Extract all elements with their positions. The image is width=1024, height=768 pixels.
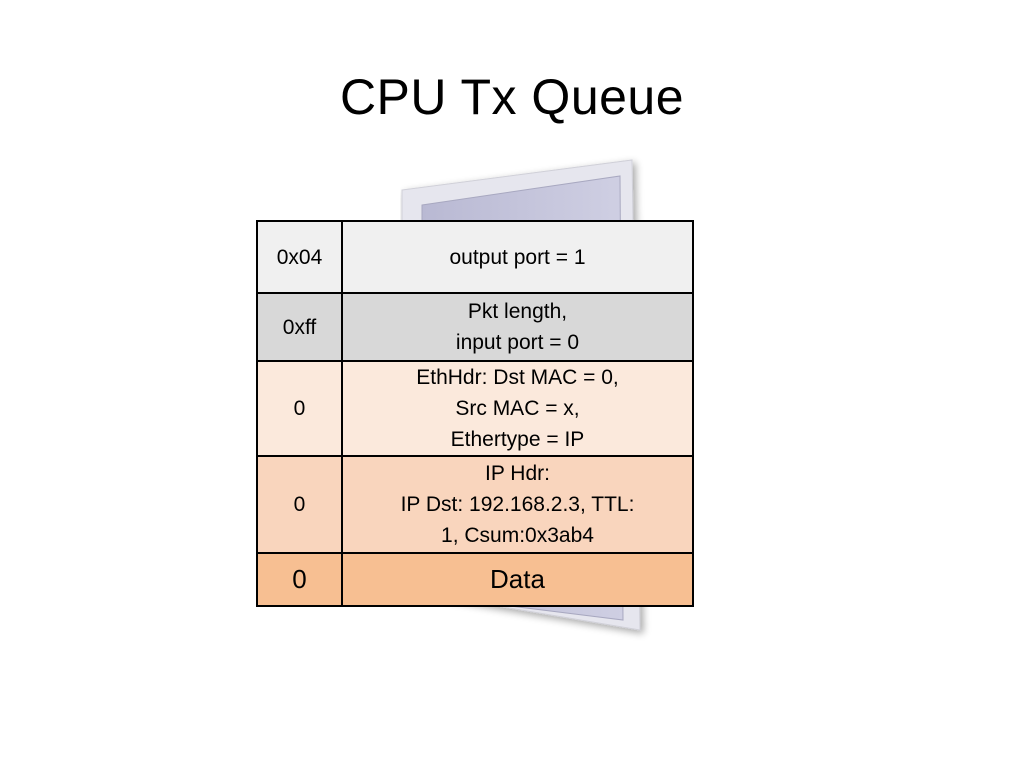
- field-cell: 0: [256, 455, 343, 554]
- field-cell: 0: [256, 360, 343, 457]
- field-cell: 0: [256, 552, 343, 607]
- description-cell: Data: [341, 552, 694, 607]
- packet-row: 0 Data: [256, 552, 694, 607]
- field-value: 0xff: [282, 315, 317, 339]
- field-value: 0: [292, 564, 307, 594]
- description-text: Data: [490, 564, 545, 594]
- field-cell: 0xff: [256, 292, 343, 362]
- packet-row: 0xff Pkt length, input port = 0: [256, 292, 694, 362]
- description-cell: IP Hdr: IP Dst: 192.168.2.3, TTL: 1, Csu…: [341, 455, 694, 554]
- field-value: 0x04: [276, 245, 323, 269]
- packet-row: 0 IP Hdr: IP Dst: 192.168.2.3, TTL: 1, C…: [256, 455, 694, 554]
- description-cell: EthHdr: Dst MAC = 0, Src MAC = x, Ethert…: [341, 360, 694, 457]
- packet-row: 0 EthHdr: Dst MAC = 0, Src MAC = x, Ethe…: [256, 360, 694, 457]
- description-text: IP Hdr: IP Dst: 192.168.2.3, TTL: 1, Csu…: [400, 462, 635, 547]
- field-value: 0: [293, 493, 306, 516]
- field-cell: 0x04: [256, 220, 343, 294]
- description-cell: output port = 1: [341, 220, 694, 294]
- packet-row: 0x04 output port = 1: [256, 220, 694, 294]
- description-text: output port = 1: [449, 245, 586, 269]
- description-text: EthHdr: Dst MAC = 0, Src MAC = x, Ethert…: [416, 366, 619, 451]
- field-value: 0: [293, 397, 306, 420]
- slide-title: CPU Tx Queue: [339, 69, 685, 125]
- description-text: Pkt length, input port = 0: [455, 300, 580, 354]
- packet-table: 0x04 output port = 1 0xff Pkt length, in…: [256, 220, 694, 607]
- description-cell: Pkt length, input port = 0: [341, 292, 694, 362]
